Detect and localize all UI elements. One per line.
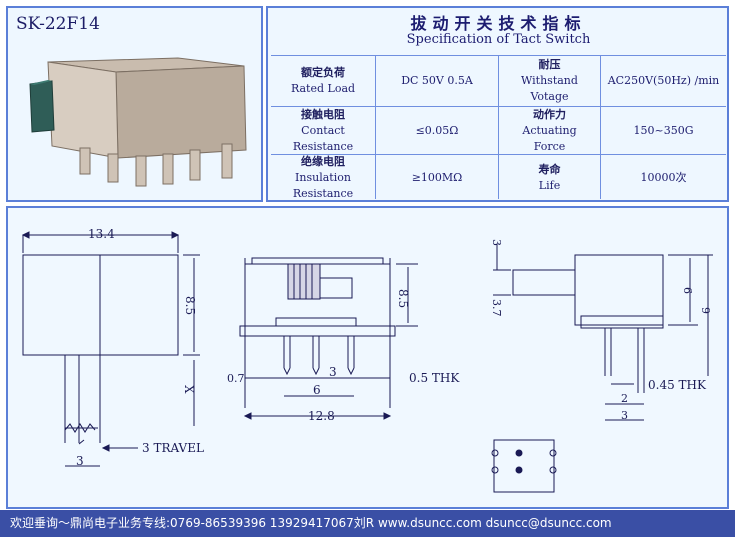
spec-label-withstand: 耐压 Withstand Votage xyxy=(521,58,578,103)
footer-bar: 欢迎垂询～鼎尚电子业务专线:0769-86539396 13929417067刘… xyxy=(0,510,735,537)
spec-label-insulation-resistance: 绝缘电阻 Insulation Resistance xyxy=(292,155,354,200)
switch-photo xyxy=(29,57,247,187)
side-pin-spacing-label: 3 xyxy=(329,365,337,379)
end-mid-label: 3.7 xyxy=(490,299,503,317)
end-pin-a-label: 2 xyxy=(621,392,628,405)
side-view: 8.5 0.7 3 0.5 THK 6 12.8 xyxy=(227,257,460,423)
footer-contact: 欢迎垂询～鼎尚电子业务专线:0769-86539396 13929417067刘… xyxy=(10,516,612,530)
spec-value-actuating-force: 150~350G xyxy=(633,123,694,137)
model-number: SK-22F14 xyxy=(16,14,100,34)
spec-value-insulation-resistance: ≥100MΩ xyxy=(411,171,463,184)
end-pin-b-label: 3 xyxy=(621,409,628,422)
end-thk-label: 0.45 THK xyxy=(648,378,707,392)
end-h6-label: 6 xyxy=(681,287,694,294)
dimension-drawings-panel: 13.4 8.5 X 3 TRAVEL 3 xyxy=(6,206,729,509)
spec-table: 拔动开关技术指标 Specification of Tact Switch 额定… xyxy=(271,11,726,200)
spec-label-contact-resistance: 接触电阻 Contact Resistance xyxy=(292,107,354,153)
spec-label-rated-load: 额定负荷 Rated Load xyxy=(290,66,356,95)
front-travel-left-label: 3 xyxy=(76,454,84,468)
spec-value-life: 10000次 xyxy=(640,171,687,184)
spec-table-panel: 拔动开关技术指标 Specification of Tact Switch 额定… xyxy=(266,6,729,202)
front-travel-label: 3 TRAVEL xyxy=(142,441,204,455)
end-h9-label: 9 xyxy=(699,307,712,314)
circuit-schematic xyxy=(491,439,557,493)
front-height-label: 8.5 xyxy=(183,296,197,315)
front-width-label: 13.4 xyxy=(88,227,115,241)
front-view: 13.4 8.5 X 3 TRAVEL 3 xyxy=(21,227,204,468)
spec-value-contact-resistance: ≤0.05Ω xyxy=(415,123,459,137)
side-pin-span-label: 6 xyxy=(313,383,321,397)
spec-title-cn: 拔动开关技术指标 xyxy=(410,14,587,33)
spec-value-withstand: AC250V(50Hz) /min xyxy=(607,74,720,87)
spec-title: 拔动开关技术指标 Specification of Tact Switch xyxy=(271,11,726,53)
end-top-label: 3 xyxy=(490,239,503,246)
front-x-label: X xyxy=(182,385,196,394)
dimension-drawings: 13.4 8.5 X 3 TRAVEL 3 xyxy=(21,227,713,493)
spec-title-en: Specification of Tact Switch xyxy=(406,32,591,47)
side-pin-left-label: 0.7 xyxy=(227,372,245,385)
side-total-label: 12.8 xyxy=(308,409,335,423)
product-photo-panel: SK-22F14 xyxy=(6,6,263,202)
end-view: 3 3.7 6 9 0.45 THK 2 3 xyxy=(490,239,713,422)
side-thk-label: 0.5 THK xyxy=(409,371,460,385)
spec-value-rated-load: DC 50V 0.5A xyxy=(401,74,473,87)
side-height-label: 8.5 xyxy=(396,289,410,308)
spec-label-life: 寿命 Life xyxy=(538,163,561,192)
spec-label-actuating-force: 动作力 Actuating Force xyxy=(522,107,577,153)
